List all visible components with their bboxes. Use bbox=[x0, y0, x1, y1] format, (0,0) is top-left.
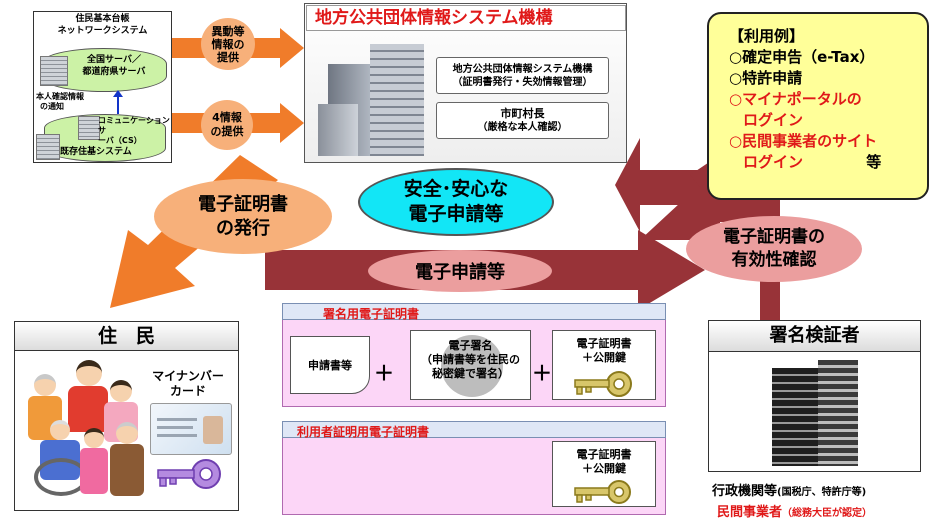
prefectural-server-line2: 都道府県サーバ bbox=[82, 67, 146, 77]
four-info-line2: の提供 bbox=[210, 125, 244, 138]
mayor-line2: （厳格な本人確認） bbox=[477, 122, 568, 134]
validity-line2: 有効性確認 bbox=[731, 250, 817, 270]
apply-label: 電子申請等 bbox=[415, 262, 505, 283]
cs-server-icon bbox=[78, 116, 100, 140]
transfer-info-line1: 異動等 bbox=[211, 24, 245, 38]
four-info-line1: 4情報 bbox=[212, 111, 242, 124]
seal-stamp bbox=[441, 335, 503, 397]
safe-line1: 安全･安心な bbox=[403, 178, 509, 200]
plus-icon-2: ＋ bbox=[532, 361, 552, 385]
usage-heading: 【利用例】 bbox=[729, 27, 805, 45]
four-info-oval: 4情報 の提供 bbox=[201, 100, 253, 150]
user-cert-line2: ＋公開鍵 bbox=[582, 462, 626, 475]
transfer-info-line3: 提供 bbox=[217, 50, 239, 64]
verifier-title: 署名検証者 bbox=[708, 320, 921, 352]
safe-application-oval: 安全･安心な 電子申請等 bbox=[358, 168, 554, 236]
user-cert-line1: 電子証明書 bbox=[576, 448, 632, 461]
network-panel: 住民基本台帳 ネットワークシステム 全国サーバ／ 都道府県サーバ 本人確認情報 … bbox=[33, 11, 172, 163]
mayor-line1: 市町村長 bbox=[500, 106, 545, 120]
signature-doc: 電子署名 （申請書等を住民の 秘密鍵で署名） bbox=[410, 330, 531, 400]
up-arrow-icon bbox=[113, 90, 123, 114]
usage-item-suffix: 等 bbox=[866, 153, 882, 171]
building-icon bbox=[318, 44, 428, 156]
public-key-icon bbox=[574, 371, 632, 397]
signature-public-cert: 電子証明書 ＋公開鍵 bbox=[552, 330, 656, 400]
jlis-desc-line1: 地方公共団体情報システム機構 bbox=[452, 63, 593, 75]
signature-line1: 電子署名 bbox=[448, 339, 493, 352]
issue-cert-line2: の発行 bbox=[216, 217, 270, 239]
verifier-gov-main: 行政機関等 bbox=[712, 484, 778, 499]
issue-cert-line1: 電子証明書 bbox=[198, 193, 288, 215]
signature-cert-tag: 署名用電子証明書 bbox=[282, 303, 666, 321]
jlis-desc-line2: （証明書発行・失効情報管理） bbox=[452, 76, 593, 88]
office-building-icon bbox=[772, 360, 860, 466]
usage-item-private-line2: ログイン bbox=[743, 153, 804, 171]
validity-line1: 電子証明書の bbox=[723, 227, 825, 247]
sig-cert-line2: ＋公開鍵 bbox=[582, 351, 626, 364]
network-title-line1: 住民基本台帳 bbox=[75, 14, 130, 24]
usage-item-private-line1: ○民間事業者のサイト bbox=[729, 132, 878, 150]
verifier-private-sub: （総務大臣が認定） bbox=[782, 508, 873, 519]
verifier-private-main: 民間事業者 bbox=[717, 505, 783, 520]
mynumber-card-line1: マイナンバー bbox=[152, 369, 224, 383]
application-label: 申請書等 bbox=[308, 359, 352, 372]
notice-line1: 本人確認情報 bbox=[36, 92, 84, 101]
usage-item-patent: ○特許申請 bbox=[729, 69, 803, 87]
resident-title: 住 民 bbox=[14, 321, 239, 351]
verifier-gov-sub: (国税庁、特許庁等) bbox=[777, 487, 867, 498]
mynumber-card-line2: カード bbox=[169, 384, 206, 398]
user-cert-tag: 利用者証明用電子証明書 bbox=[282, 421, 666, 439]
signature-line2: （申請書等を住民の bbox=[421, 353, 520, 366]
existing-system-label: 既存住基システム bbox=[60, 147, 132, 157]
notice-line2: の通知 bbox=[40, 102, 64, 111]
arrow-validity-head bbox=[615, 138, 742, 232]
mynumber-card-icon bbox=[150, 403, 232, 455]
transfer-info-oval: 異動等 情報の 提供 bbox=[201, 18, 255, 70]
user-public-key-icon bbox=[574, 480, 631, 504]
user-public-cert: 電子証明書 ＋公開鍵 bbox=[552, 441, 656, 507]
usage-item-portal-line1: ○マイナポータルの bbox=[729, 90, 862, 108]
existing-system-cylinder bbox=[44, 114, 166, 162]
network-title-line2: ネットワークシステム bbox=[57, 26, 148, 36]
family-illustration bbox=[28, 360, 148, 500]
cs-line2: ーバ（CS） bbox=[98, 136, 142, 145]
private-key-icon bbox=[157, 459, 221, 489]
signature-line3: 秘密鍵で署名） bbox=[432, 367, 509, 380]
arrow-validity-check bbox=[640, 166, 780, 330]
cs-line1: コミュニケーションサ bbox=[98, 116, 170, 135]
usage-item-portal-line2: ログイン bbox=[743, 111, 804, 129]
transfer-info-line2: 情報の bbox=[211, 37, 245, 51]
apply-oval: 電子申請等 bbox=[368, 250, 552, 292]
issue-cert-oval: 電子証明書 の発行 bbox=[154, 179, 332, 254]
jlis-description: 地方公共団体情報システム機構 （証明書発行・失効情報管理） bbox=[436, 57, 609, 94]
validity-check-oval: 電子証明書の 有効性確認 bbox=[686, 216, 862, 282]
mayor-card: 市町村長 （厳格な本人確認） bbox=[436, 102, 609, 139]
server-rack-icon bbox=[40, 56, 68, 86]
prefectural-server-line1: 全国サーバ／ bbox=[87, 55, 141, 65]
application-doc: 申請書等 bbox=[290, 336, 370, 394]
jlis-title: 地方公共団体情報システム機構 bbox=[306, 5, 626, 31]
usage-item-etax: ○確定申告（e-Tax） bbox=[729, 48, 875, 66]
plus-icon-1: ＋ bbox=[374, 361, 394, 385]
safe-line2: 電子申請等 bbox=[408, 203, 504, 225]
sig-cert-line1: 電子証明書 bbox=[576, 337, 632, 350]
usage-box: 【利用例】 ○確定申告（e-Tax） ○特許申請 ○マイナポータルの ログイン … bbox=[707, 12, 929, 200]
existing-server-icon bbox=[36, 134, 60, 160]
